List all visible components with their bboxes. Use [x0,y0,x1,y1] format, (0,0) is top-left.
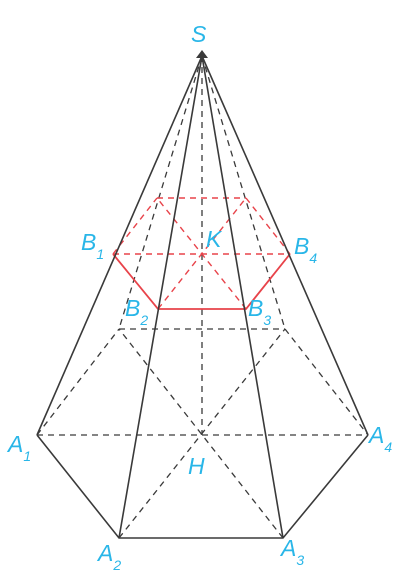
label-b4: B4 [294,233,317,266]
base-front-edges [36,434,369,539]
hidden-base-edges [36,328,369,436]
edge-a5-a4 [284,328,369,436]
label-b1: B1 [81,229,104,262]
label-s: S [191,21,207,47]
edge-s-a5 [201,55,286,330]
visible-lateral-edges [36,55,369,539]
edge-s-a3 [201,55,284,539]
label-k: K [206,226,223,252]
edge-s-a6 [118,55,203,330]
label-a1: A1 [6,431,31,464]
label-a2: A2 [96,540,121,573]
point-labels: S H K A1 A2 A3 A4 B1 B2 B3 B4 [6,21,392,573]
hidden-lateral-edges [118,55,286,435]
section-front-edges [112,253,291,310]
label-h: H [188,453,205,479]
label-a4: A4 [367,422,392,455]
edge-s-a2 [118,55,203,539]
section-diagonal-b3-b6 [156,197,247,310]
edge-s-a1 [36,55,203,436]
section-edge-b5-b4 [245,197,291,255]
visible-section-edges [112,253,291,310]
diagonal-a3-a6 [118,328,284,539]
label-b3: B3 [248,295,271,328]
label-b2: B2 [125,295,148,328]
edge-a1-a6 [36,328,120,436]
edge-s-a4 [201,55,369,436]
label-a3: A3 [279,535,304,568]
apex-marker [196,50,208,58]
visible-base-edges [36,434,369,539]
